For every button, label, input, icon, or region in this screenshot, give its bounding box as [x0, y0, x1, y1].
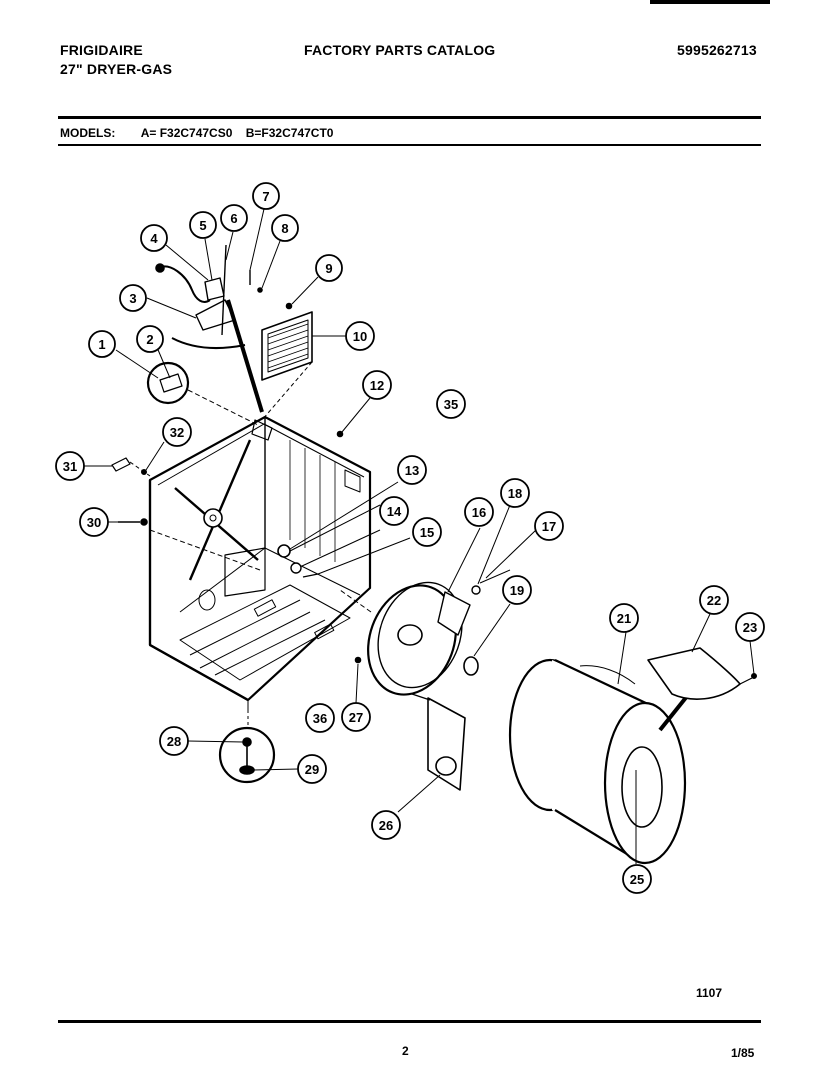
model-b: B=F32C747CT0 — [245, 126, 334, 140]
svg-text:1: 1 — [98, 337, 105, 352]
revision-date: 1/85 — [731, 1046, 755, 1060]
callout-8: 8 — [271, 214, 299, 242]
callout-10: 10 — [345, 321, 375, 351]
exhaust-duct-drawing — [411, 693, 466, 791]
callout-16: 16 — [464, 497, 494, 527]
callout-22: 22 — [699, 585, 729, 615]
svg-text:29: 29 — [305, 762, 319, 777]
callout-27: 27 — [341, 702, 371, 732]
leader-lines — [84, 208, 755, 864]
vent-grille-drawing — [261, 311, 313, 421]
svg-text:13: 13 — [405, 463, 419, 478]
svg-text:16: 16 — [472, 505, 486, 520]
svg-text:25: 25 — [630, 872, 644, 887]
svg-text:22: 22 — [707, 593, 721, 608]
callout-36: 36 — [305, 703, 335, 733]
catalog-part-number: 5995262713 — [677, 42, 757, 58]
svg-text:30: 30 — [87, 515, 101, 530]
brand-name: FRIGIDAIRE — [60, 42, 143, 58]
page-number: 2 — [402, 1044, 409, 1058]
model-a: A= F32C747CS0 — [140, 126, 233, 140]
svg-text:17: 17 — [542, 519, 556, 534]
callout-14: 14 — [379, 496, 409, 526]
callout-6: 6 — [220, 204, 248, 232]
catalog-title: FACTORY PARTS CATALOG — [304, 42, 496, 58]
callout-35: 35 — [436, 389, 466, 419]
cabinet-drawing — [148, 415, 372, 710]
svg-text:3: 3 — [129, 291, 136, 306]
callout-31: 31 — [55, 451, 85, 481]
top-edge-mark — [650, 0, 770, 4]
drum-bulkhead-drawing — [339, 569, 511, 696]
callout-15: 15 — [412, 517, 442, 547]
footer-rule — [58, 1020, 761, 1023]
callout-7: 7 — [252, 182, 280, 210]
burner-small-parts-drawing — [277, 504, 411, 578]
callout-13: 13 — [397, 455, 427, 485]
callout-25: 25 — [622, 864, 652, 894]
callout-4: 4 — [140, 224, 168, 252]
callout-21: 21 — [609, 603, 639, 633]
svg-text:23: 23 — [743, 620, 757, 635]
hose-clamp-drawing — [146, 361, 259, 426]
svg-text:35: 35 — [444, 397, 458, 412]
svg-text:14: 14 — [387, 504, 402, 519]
callout-17: 17 — [534, 511, 564, 541]
callout-3: 3 — [119, 284, 147, 312]
svg-text:19: 19 — [510, 583, 524, 598]
gas-valve-parts-drawing — [155, 244, 293, 413]
svg-text:18: 18 — [508, 486, 522, 501]
svg-text:4: 4 — [150, 231, 158, 246]
header-rule-bottom — [58, 144, 761, 146]
callout-29: 29 — [297, 754, 327, 784]
callout-5: 5 — [189, 211, 217, 239]
callout-9: 9 — [315, 254, 343, 282]
svg-text:10: 10 — [353, 329, 367, 344]
svg-text:7: 7 — [262, 189, 269, 204]
svg-text:2: 2 — [146, 332, 153, 347]
svg-text:27: 27 — [349, 710, 363, 725]
svg-text:36: 36 — [313, 711, 327, 726]
models-line: MODELS: A= F32C747CS0 B=F32C747CT0 — [60, 126, 343, 140]
svg-text:9: 9 — [325, 261, 332, 276]
svg-text:8: 8 — [281, 221, 288, 236]
header-rule-top — [58, 116, 761, 119]
svg-text:15: 15 — [420, 525, 434, 540]
callout-30: 30 — [79, 507, 109, 537]
svg-text:31: 31 — [63, 459, 77, 474]
svg-text:5: 5 — [199, 218, 206, 233]
svg-text:28: 28 — [167, 734, 181, 749]
callout-2: 2 — [136, 325, 164, 353]
rear-shield-drawing — [647, 647, 757, 700]
svg-text:6: 6 — [230, 211, 237, 226]
callout-32: 32 — [162, 417, 192, 447]
callout-12: 12 — [362, 370, 392, 400]
callout-26: 26 — [371, 810, 401, 840]
models-label: MODELS: — [60, 126, 116, 140]
svg-text:12: 12 — [370, 378, 384, 393]
leveling-leg-drawing — [218, 710, 276, 784]
callout-18: 18 — [500, 478, 530, 508]
svg-text:32: 32 — [170, 425, 184, 440]
cabinet-screws-drawing — [111, 430, 344, 571]
drum-drawing — [508, 658, 702, 868]
callout-1: 1 — [88, 330, 116, 358]
callout-23: 23 — [735, 612, 765, 642]
svg-text:26: 26 — [379, 818, 393, 833]
callout-28: 28 — [159, 726, 189, 756]
callout-19: 19 — [502, 575, 532, 605]
callout-group: 1 2 3 4 5 6 7 8 9 10 12 13 14 15 16 17 1… — [55, 182, 765, 894]
drawing-code: 1107 — [696, 986, 723, 1000]
product-name: 27" DRYER-GAS — [60, 61, 173, 77]
svg-text:21: 21 — [617, 611, 631, 626]
